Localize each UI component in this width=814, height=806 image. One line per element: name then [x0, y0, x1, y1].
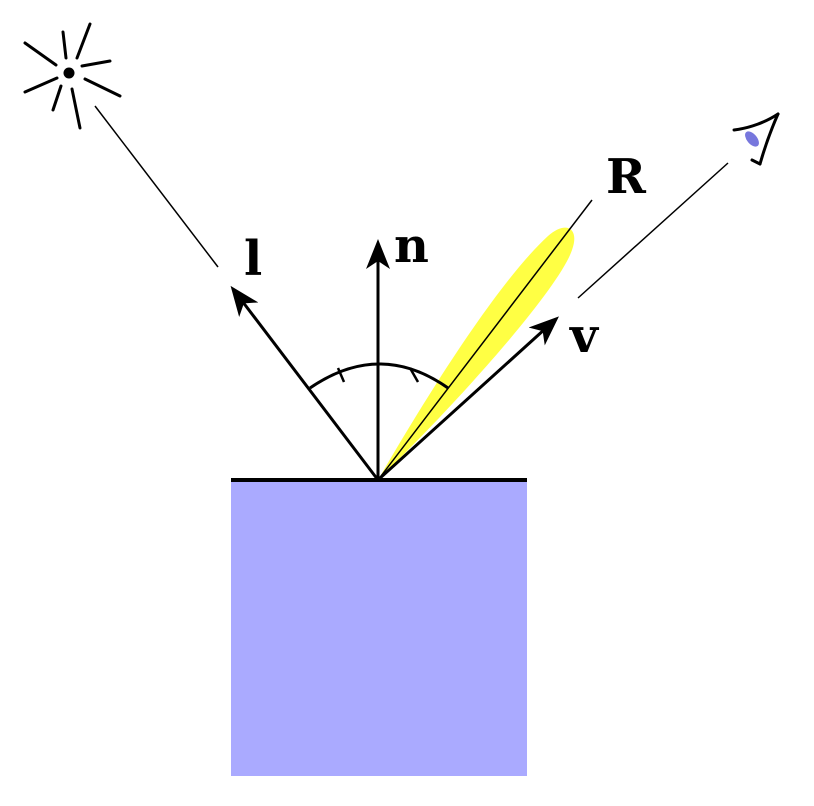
- normal-vector-label: n: [394, 218, 429, 274]
- light-vector-arrow: [230, 285, 380, 481]
- view-vector-label: v: [569, 308, 600, 364]
- light-vector-label: l: [244, 231, 262, 287]
- light-ray-line: [94, 105, 219, 268]
- sun-light-source-icon: [23, 22, 122, 130]
- reflection-line: [377, 199, 593, 481]
- view-ray-line: [577, 162, 729, 299]
- reflection-vector-label: R: [606, 149, 647, 205]
- angle-tick-right: [408, 367, 420, 383]
- eye-icon: [732, 112, 780, 166]
- surface-block: [231, 480, 527, 776]
- view-vector-arrow: [376, 316, 559, 482]
- angle-tick-left: [336, 367, 346, 383]
